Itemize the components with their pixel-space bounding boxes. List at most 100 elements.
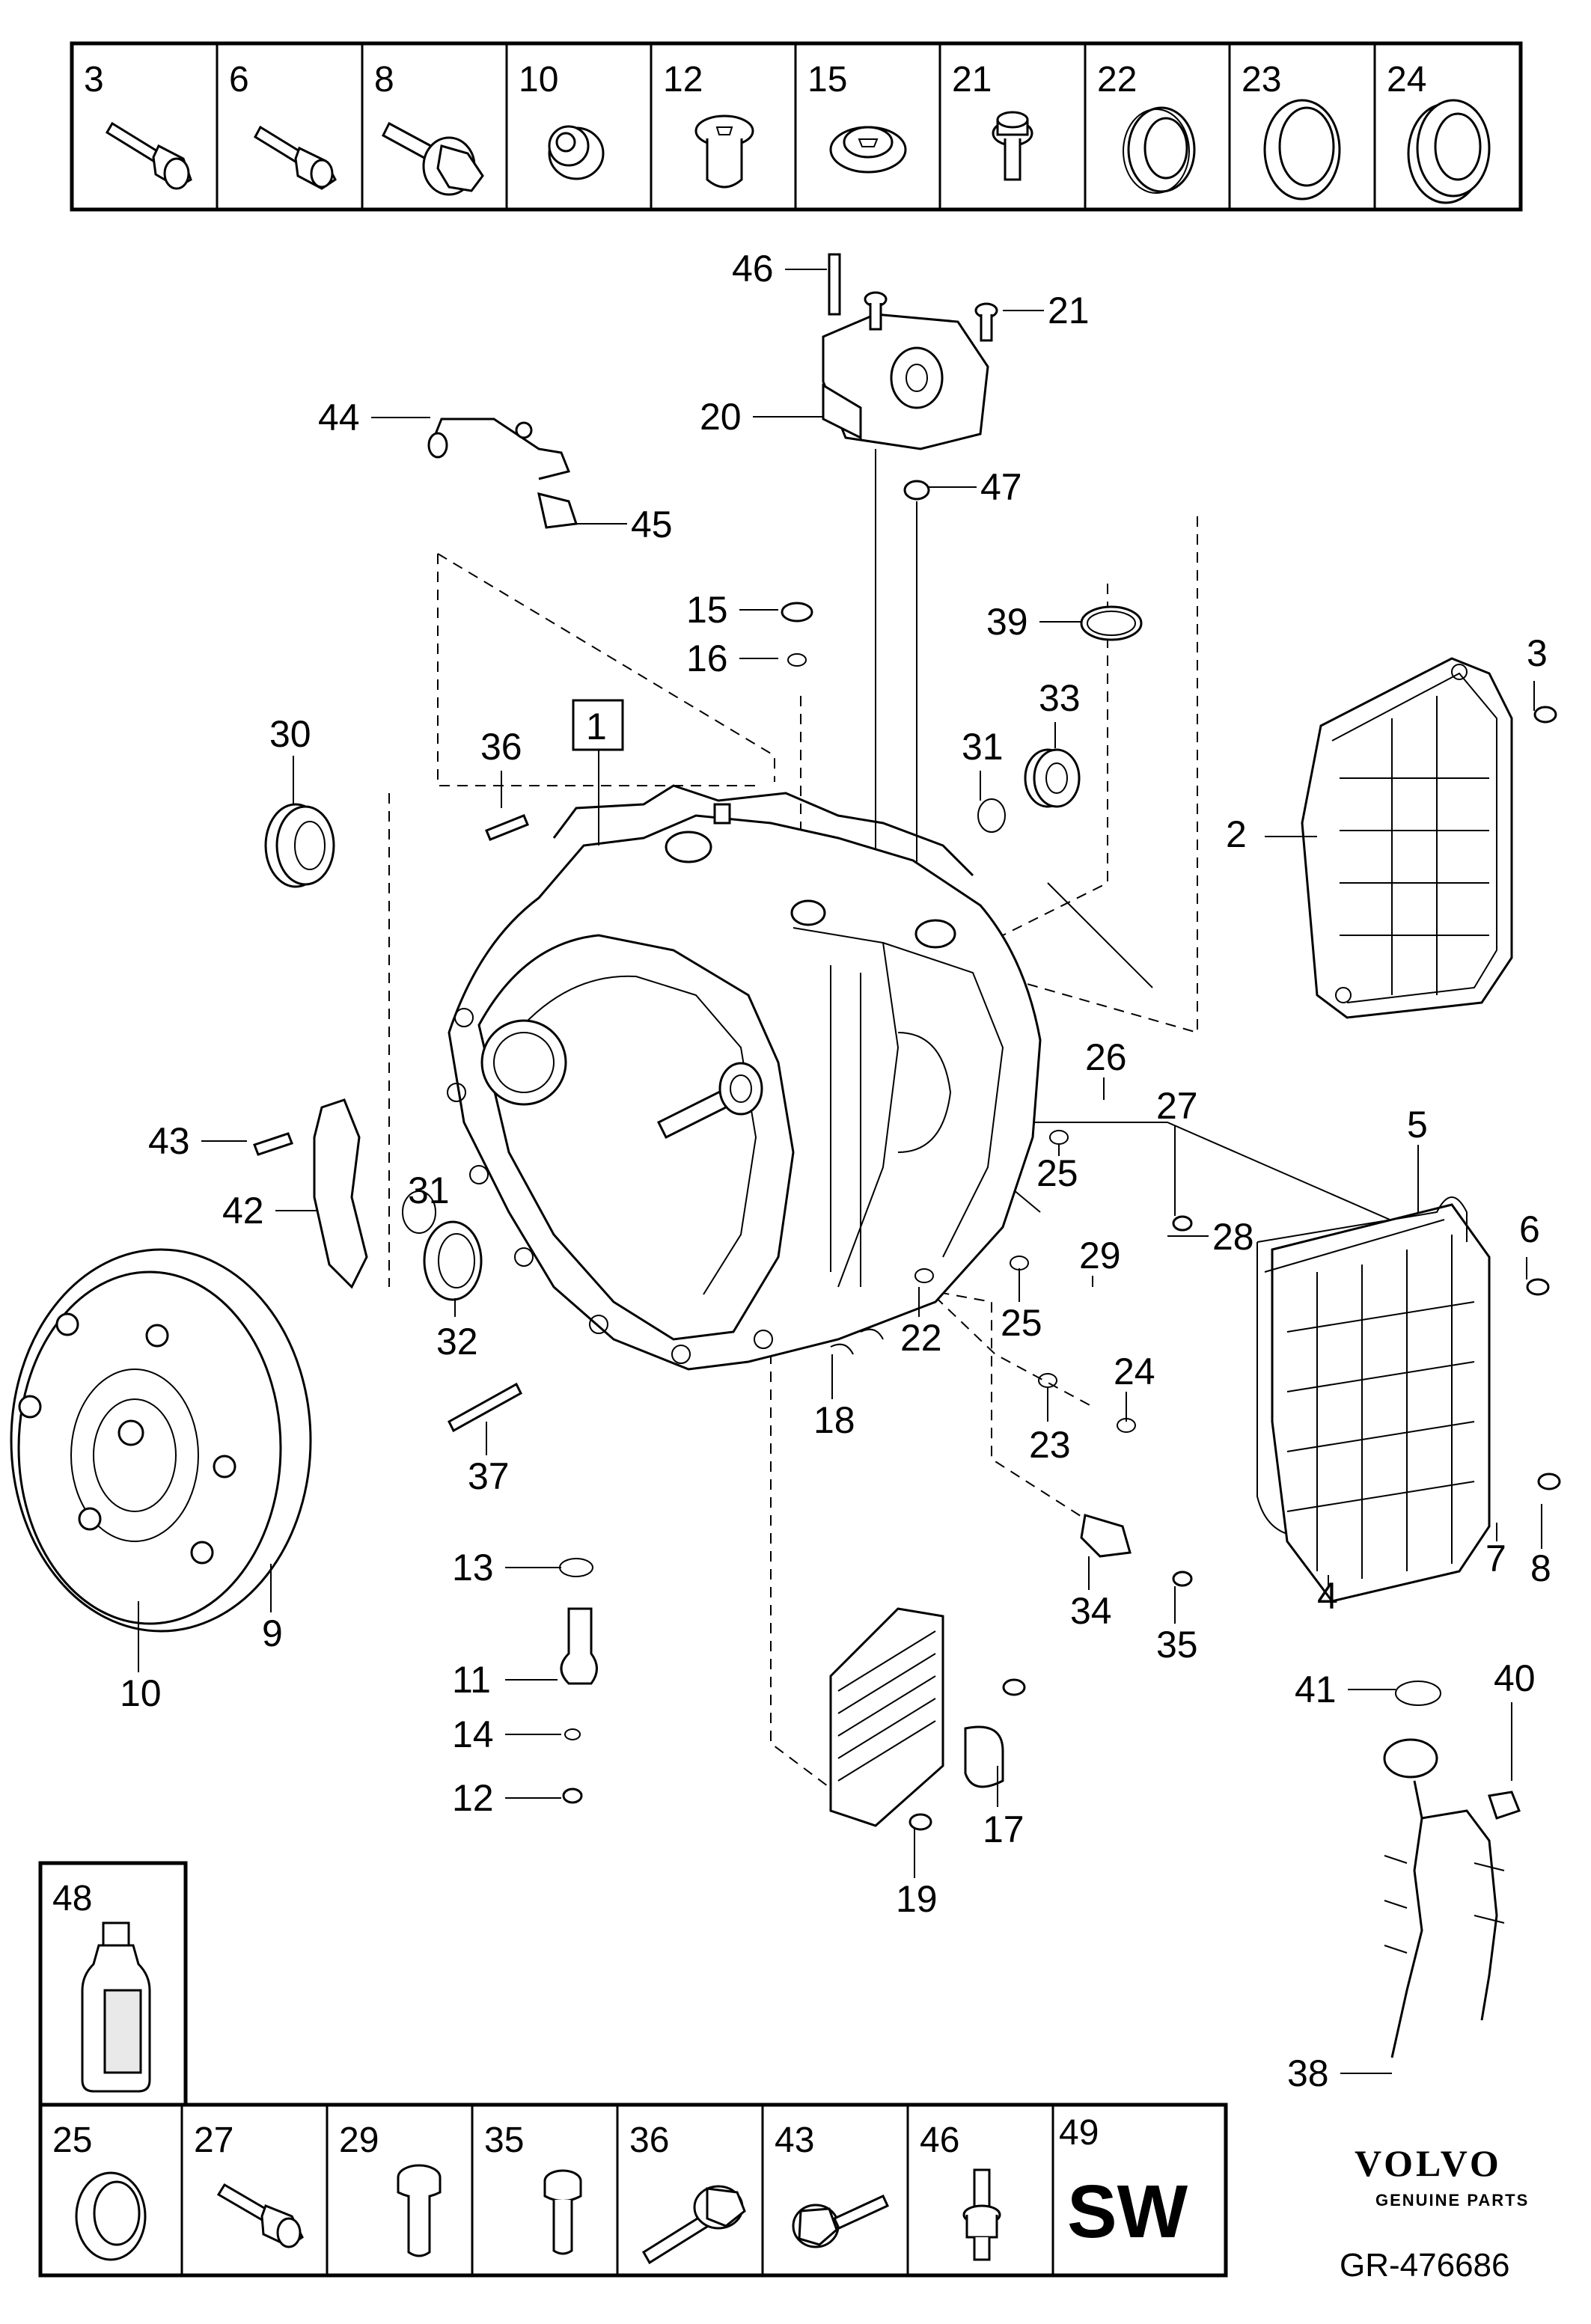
callout-14: 14 bbox=[452, 1713, 494, 1755]
callout-25a: 25 bbox=[1036, 1152, 1078, 1194]
seal-30 bbox=[264, 803, 335, 888]
bottom-legend: 25 27 29 35 36 43 46 49 SW bbox=[38, 2103, 1228, 2278]
callout-45: 45 bbox=[631, 504, 673, 545]
legend-num-10: 10 bbox=[519, 60, 558, 100]
seal-ring-ribbed-icon bbox=[1123, 106, 1196, 194]
bolt-long-flange-icon bbox=[641, 2185, 746, 2265]
callout-25b: 25 bbox=[1001, 1302, 1042, 1344]
seal-ring-icon bbox=[75, 2171, 147, 2261]
bolt-short-flange-icon bbox=[992, 111, 1033, 181]
vent-pipe bbox=[427, 418, 571, 480]
plug-flange-torx-icon bbox=[829, 126, 907, 174]
callout-19: 19 bbox=[896, 1878, 938, 1920]
fluid-box: 48 bbox=[38, 1861, 188, 2107]
callout-30: 30 bbox=[269, 713, 311, 755]
small-fasteners bbox=[253, 253, 1561, 1831]
callout-31a: 31 bbox=[962, 726, 1004, 768]
callout-18: 18 bbox=[813, 1399, 855, 1441]
legend-num-35: 35 bbox=[484, 2120, 524, 2160]
legend-num-25: 25 bbox=[52, 2120, 92, 2160]
callout-16: 16 bbox=[686, 637, 728, 679]
callout-46: 46 bbox=[732, 248, 774, 290]
callout-34: 34 bbox=[1070, 1590, 1112, 1632]
legend-num-6: 6 bbox=[229, 60, 249, 100]
legend-num-3: 3 bbox=[84, 60, 104, 100]
legend-num-29: 29 bbox=[339, 2120, 379, 2160]
reference-code: GR-476686 bbox=[1340, 2247, 1509, 2284]
bolt-flange-icon bbox=[105, 121, 192, 190]
transmission-case bbox=[447, 784, 1042, 1371]
callout-29: 29 bbox=[1079, 1235, 1121, 1276]
callout-37: 37 bbox=[468, 1455, 510, 1497]
callout-3: 3 bbox=[1527, 632, 1548, 674]
fluid-bottle-icon bbox=[81, 1921, 151, 2093]
oil-cooler bbox=[829, 1607, 1004, 1827]
callout-39: 39 bbox=[986, 601, 1028, 643]
sensor-34 bbox=[1080, 1514, 1132, 1558]
callout-27: 27 bbox=[1156, 1085, 1198, 1127]
legend-num-22: 22 bbox=[1097, 60, 1137, 100]
screw-torx-icon bbox=[543, 2169, 582, 2255]
brand-block: VOLVO GENUINE PARTS GR-476686 bbox=[1340, 2142, 1529, 2284]
plug-torx-icon bbox=[694, 114, 754, 189]
shaft-seal-icon bbox=[1407, 99, 1491, 204]
top-legend: 3 6 8 10 12 15 21 22 23 24 bbox=[70, 41, 1523, 212]
nut-flange-icon bbox=[548, 125, 605, 180]
callout-10: 10 bbox=[120, 1672, 162, 1714]
bolt-large-flange-icon bbox=[382, 121, 484, 196]
callout-22: 22 bbox=[900, 1317, 942, 1359]
callout-5: 5 bbox=[1407, 1104, 1428, 1146]
callout-41: 41 bbox=[1295, 1669, 1337, 1710]
seal-32 bbox=[423, 1220, 483, 1301]
callout-43: 43 bbox=[148, 1120, 190, 1162]
stud-icon bbox=[962, 2168, 1001, 2261]
legend-num-24: 24 bbox=[1387, 60, 1426, 100]
legend-num-46: 46 bbox=[920, 2120, 959, 2160]
callout-28: 28 bbox=[1212, 1216, 1254, 1258]
callout-11: 11 bbox=[452, 1659, 491, 1701]
bolt-flange-icon bbox=[216, 2183, 304, 2248]
bolt-long-hex-icon bbox=[792, 2195, 889, 2248]
harness-38 bbox=[1383, 1681, 1521, 2058]
callout-36: 36 bbox=[480, 726, 522, 768]
callouts: 2 3 4 5 6 7 8 9 10 11 12 13 14 15 16 17 bbox=[120, 248, 1551, 2094]
brand-sub: GENUINE PARTS bbox=[1375, 2191, 1529, 2210]
legend-num-21: 21 bbox=[952, 60, 992, 100]
callout-9: 9 bbox=[262, 1612, 283, 1654]
dipstick-11 bbox=[560, 1607, 598, 1685]
callout-40: 40 bbox=[1494, 1657, 1536, 1699]
valve-body bbox=[1256, 1196, 1491, 1603]
callout-33: 33 bbox=[1039, 677, 1081, 719]
callout-24: 24 bbox=[1114, 1351, 1155, 1392]
callout-21: 21 bbox=[1048, 290, 1090, 331]
callout-42: 42 bbox=[222, 1190, 264, 1232]
bolt-hex-icon bbox=[254, 125, 337, 190]
seal-33 bbox=[1024, 748, 1081, 808]
callout-6: 6 bbox=[1519, 1208, 1540, 1250]
legend-num-36: 36 bbox=[629, 2120, 669, 2160]
callout-20: 20 bbox=[700, 396, 742, 438]
callout-38: 38 bbox=[1287, 2052, 1329, 2094]
legend-num-23: 23 bbox=[1242, 60, 1281, 100]
callout-44: 44 bbox=[318, 397, 360, 438]
legend-num-15: 15 bbox=[807, 60, 847, 100]
callout-23: 23 bbox=[1029, 1424, 1071, 1466]
o-ring-31 bbox=[402, 798, 1006, 1234]
callout-17: 17 bbox=[983, 1808, 1024, 1850]
bolt-torx-icon bbox=[397, 2164, 442, 2257]
legend-num-27: 27 bbox=[194, 2120, 233, 2160]
callout-1: 1 bbox=[572, 699, 624, 845]
legend-num-8: 8 bbox=[374, 60, 394, 100]
sw-label: SW bbox=[1067, 2170, 1188, 2254]
pipe-clip bbox=[537, 492, 578, 529]
svg-text:1: 1 bbox=[586, 706, 607, 747]
callout-15: 15 bbox=[686, 589, 728, 631]
callout-4: 4 bbox=[1317, 1575, 1338, 1617]
brand-name: VOLVO bbox=[1355, 2142, 1502, 2184]
legend-num-43: 43 bbox=[775, 2120, 814, 2160]
callout-47: 47 bbox=[980, 466, 1022, 508]
callout-8: 8 bbox=[1530, 1547, 1551, 1589]
legend-num-49: 49 bbox=[1059, 2113, 1099, 2153]
torque-converter bbox=[10, 1248, 312, 1633]
oil-pan bbox=[1301, 657, 1513, 1019]
